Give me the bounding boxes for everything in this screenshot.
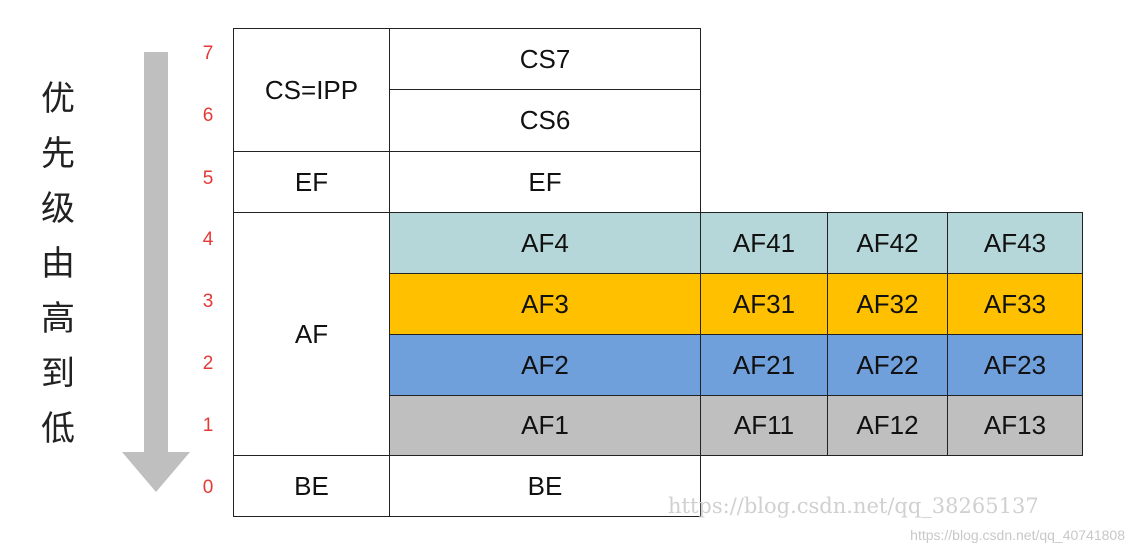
- priority-label-char: 先: [41, 134, 75, 174]
- priority-label-char: 高: [41, 299, 75, 339]
- sub-cell-af13: AF13: [947, 395, 1083, 456]
- sub-cell-af43: AF43: [947, 212, 1083, 274]
- class-cell-be: BE: [233, 455, 390, 517]
- level-number: 1: [202, 415, 214, 436]
- arrow-down-icon: [122, 52, 190, 492]
- mid-cell-af4: AF4: [389, 212, 701, 274]
- level-number: 7: [202, 43, 214, 64]
- level-number: 4: [202, 229, 214, 250]
- sub-cell-af23: AF23: [947, 334, 1083, 396]
- sub-cell-af21: AF21: [700, 334, 828, 396]
- mid-cell-ef: EF: [389, 151, 701, 213]
- mid-cell-cs7: CS7: [389, 28, 701, 90]
- level-number: 6: [202, 105, 214, 126]
- sub-cell-af22: AF22: [827, 334, 948, 396]
- mid-cell-be: BE: [389, 455, 701, 517]
- sub-cell-af31: AF31: [700, 273, 828, 335]
- sub-cell-af11: AF11: [700, 395, 828, 456]
- priority-label-char: 由: [41, 244, 75, 284]
- sub-cell-af12: AF12: [827, 395, 948, 456]
- level-number: 5: [202, 168, 214, 189]
- priority-label-char: 到: [41, 354, 75, 394]
- sub-cell-af33: AF33: [947, 273, 1083, 335]
- watermark-main: https://blog.csdn.net/qq_38265137: [668, 494, 1039, 518]
- priority-label-char: 级: [41, 189, 75, 229]
- sub-cell-af32: AF32: [827, 273, 948, 335]
- class-cell-af: AF: [233, 212, 390, 456]
- priority-label-char: 优: [41, 79, 75, 119]
- sub-cell-af41: AF41: [700, 212, 828, 274]
- sub-cell-af42: AF42: [827, 212, 948, 274]
- mid-cell-af3: AF3: [389, 273, 701, 335]
- mid-cell-af2: AF2: [389, 334, 701, 396]
- watermark-small: https://blog.csdn.net/qq_40741808: [910, 527, 1125, 543]
- level-number: 2: [202, 353, 214, 374]
- priority-label: 优 先 级 由 高 到 低: [36, 72, 80, 457]
- class-cell-cs: CS=IPP: [233, 28, 390, 152]
- priority-label-char: 低: [41, 409, 75, 449]
- mid-cell-af1: AF1: [389, 395, 701, 456]
- class-cell-ef: EF: [233, 151, 390, 213]
- level-number: 3: [202, 291, 214, 312]
- level-number: 0: [202, 477, 214, 498]
- mid-cell-cs6: CS6: [389, 89, 701, 152]
